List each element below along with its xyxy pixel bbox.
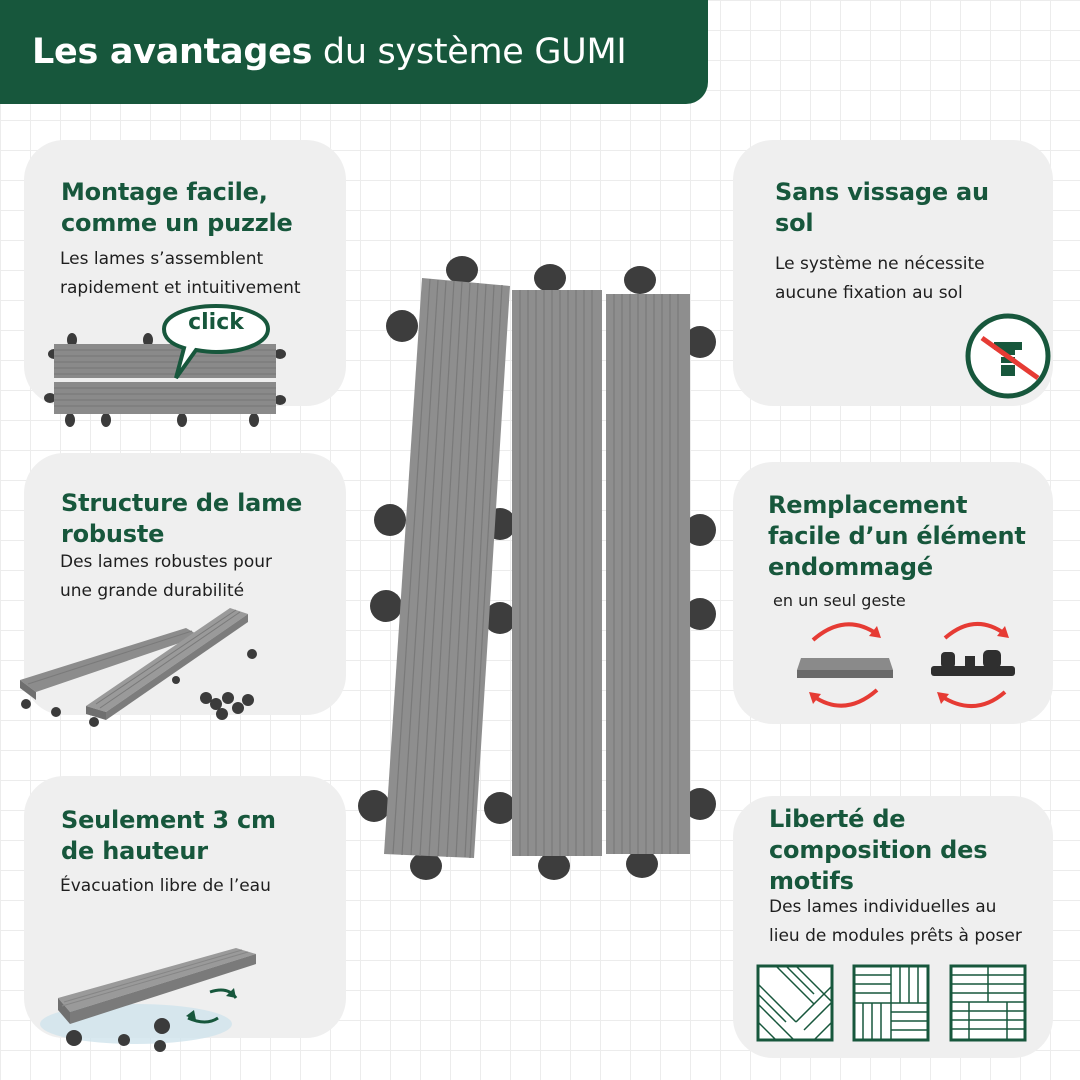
feature-title: Seulement 3 cm de hauteur [61,806,276,865]
header-banner: Les avantages du système GUMI [0,0,708,104]
page-title: Les avantages du système GUMI [32,32,627,72]
feature-description: Évacuation libre de l’eau [60,876,271,896]
pattern-herringbone-icon [756,964,834,1042]
feature-card-height: Seulement 3 cm de hauteur Évacuation lib… [24,776,346,1038]
pattern-parquet-icon [852,964,930,1042]
water-drainage-illustration [40,948,256,1052]
assembly-illustration [44,333,286,427]
no-screw-icon [965,313,1051,399]
feature-card-replace: Remplacement facile d’un élément endomma… [733,462,1053,724]
replace-board-icon [797,622,893,708]
click-speech-bubble: click [162,304,270,380]
feature-title: Structure de lame robuste [61,489,303,548]
feature-title: Liberté de composition des motifs [769,805,988,895]
feature-title: Sans vissage au sol [775,178,989,237]
product-deck-boards [358,256,716,880]
feature-description: Des lames robustes pour une grande durab… [60,552,273,601]
feature-description: Les lames s’assemblent rapidement et int… [60,249,301,298]
feature-card-no-screw: Sans vissage au sol Le système ne nécess… [733,140,1053,406]
feature-description: Des lames individuelles au lieu de modul… [769,897,1022,946]
click-label: click [188,310,244,335]
feature-card-patterns: Liberté de composition des motifs Des la… [733,796,1053,1058]
pattern-staggered-icon [949,964,1027,1042]
feature-title: Remplacement facile d’un élément endomma… [768,491,1026,581]
structure-illustration [20,608,257,727]
feature-description: en un seul geste [773,591,906,610]
feature-title: Montage facile, comme un puzzle [61,178,293,237]
feature-description: Le système ne nécessite aucune fixation … [775,254,985,303]
replace-clip-icon [931,621,1015,709]
